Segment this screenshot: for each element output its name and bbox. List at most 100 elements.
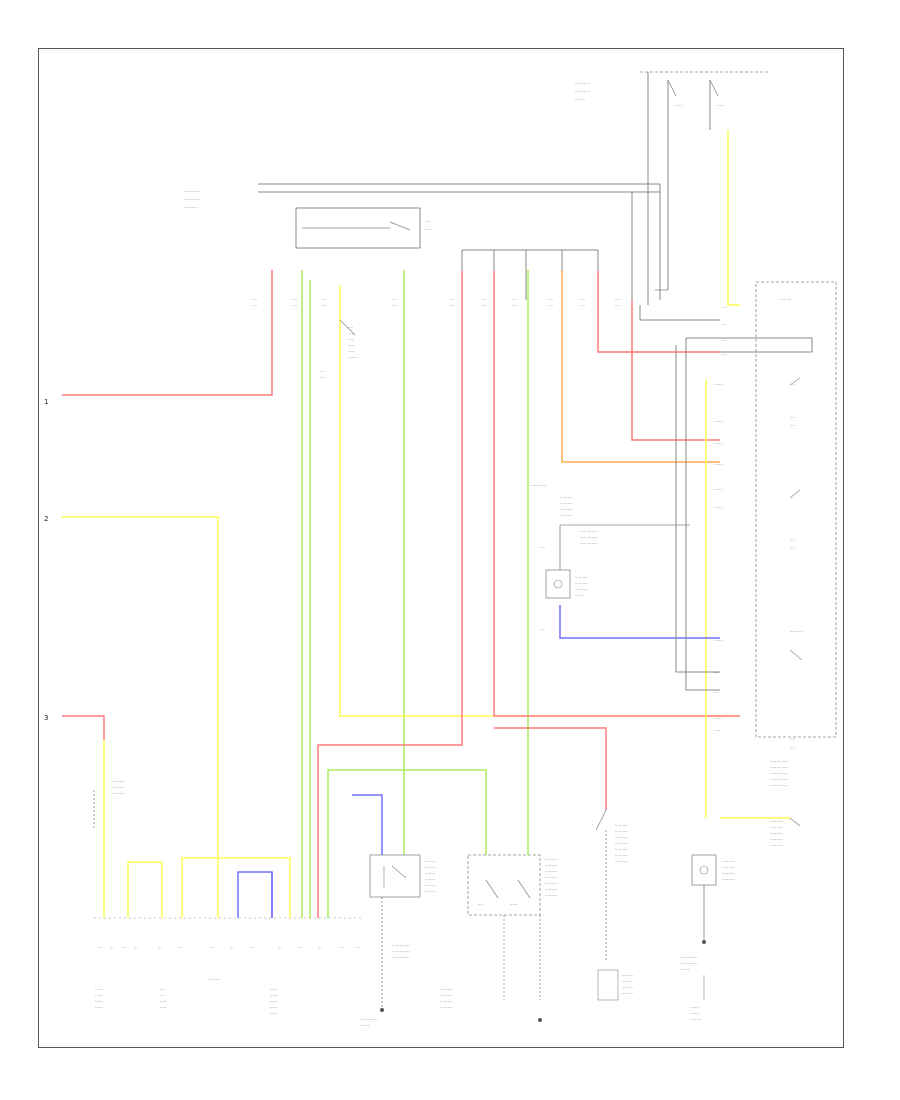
svg-text:...........: ........... <box>185 188 199 193</box>
wire-green <box>301 270 529 918</box>
svg-text:.....: ..... <box>348 336 354 341</box>
secondary-bus <box>461 249 633 300</box>
svg-text:....: .... <box>722 351 727 356</box>
svg-text:.............: ............. <box>530 482 547 487</box>
svg-text:...: ... <box>134 944 138 949</box>
svg-text:..........: .......... <box>615 840 628 845</box>
svg-text:......: ...... <box>714 715 722 720</box>
svg-text:..........: .......... <box>770 818 783 823</box>
svg-text:......: ...... <box>717 102 725 107</box>
svg-text:........: ........ <box>425 882 435 887</box>
svg-text:.......: ....... <box>714 381 723 386</box>
svg-text:..........: .......... <box>780 296 793 301</box>
svg-text:..........: .......... <box>770 836 783 841</box>
wire-red-mid <box>317 270 740 918</box>
svg-text:..........: .......... <box>790 628 803 633</box>
svg-text:............: ............ <box>185 196 200 201</box>
wire-yellow-row2 <box>62 516 219 918</box>
svg-text:.......: ....... <box>575 592 584 597</box>
wire-red-right <box>597 270 720 441</box>
svg-text:....: .... <box>392 302 397 307</box>
svg-text:....: .... <box>540 544 545 549</box>
wire-yellow-lower-bus <box>127 857 291 918</box>
edge-label-1: 1 <box>44 398 48 406</box>
svg-text:....: .... <box>615 296 620 301</box>
svg-text:....: .... <box>790 736 795 741</box>
svg-text:......: ...... <box>270 1010 278 1015</box>
svg-text:......: ...... <box>270 998 278 1003</box>
svg-text:....: .... <box>580 296 585 301</box>
svg-text:..............: .............. <box>770 764 788 769</box>
svg-text:......: ...... <box>270 986 278 991</box>
svg-text:..............: .............. <box>392 942 410 947</box>
svg-text:....: .... <box>252 296 257 301</box>
svg-text:........: ........ <box>348 354 358 359</box>
svg-text:..........: .......... <box>545 880 558 885</box>
svg-text:.....: ..... <box>160 1004 166 1009</box>
svg-text:..........: .......... <box>112 790 125 795</box>
svg-text:....: .... <box>540 626 545 631</box>
edge-label-3: 3 <box>44 714 48 722</box>
svg-text:..............: .............. <box>580 534 598 539</box>
svg-text:..............: .............. <box>680 954 698 959</box>
svg-text:....: .... <box>790 744 795 749</box>
svg-text:..........: .......... <box>208 976 221 981</box>
right-connector-block: .... .... .... .... ....... ....... ....… <box>714 281 837 787</box>
svg-text:..............: .............. <box>360 1016 378 1021</box>
svg-text:..............: .............. <box>680 960 698 965</box>
svg-text:..........: .......... <box>575 580 588 585</box>
svg-text:..........: .......... <box>575 574 588 579</box>
svg-text:..........: .......... <box>560 494 573 499</box>
svg-text:...: ... <box>210 944 214 949</box>
svg-text:...: ... <box>230 944 234 949</box>
svg-text:....: .... <box>252 302 257 307</box>
svg-text:......: ...... <box>675 102 683 107</box>
svg-text:..........: .......... <box>545 874 558 879</box>
svg-text:..........: .......... <box>440 992 453 997</box>
wire-blue <box>352 605 720 860</box>
svg-text:..............: .............. <box>392 954 410 959</box>
svg-text:....: .... <box>322 302 327 307</box>
svg-text:....: .... <box>722 337 727 342</box>
edge-label-2: 2 <box>44 515 48 523</box>
svg-text:....: .... <box>512 296 517 301</box>
svg-text:..........: .......... <box>770 824 783 829</box>
wire-red-row3: .......... .......... .......... <box>62 715 125 918</box>
svg-text:............: ............ <box>575 88 590 93</box>
svg-text:..........: .......... <box>615 828 628 833</box>
wire-orange <box>561 270 720 463</box>
svg-text:..........: .......... <box>615 834 628 839</box>
svg-text:....: .... <box>722 304 727 309</box>
svg-text:....: .... <box>482 302 487 307</box>
svg-text:......: ...... <box>270 992 278 997</box>
svg-text:.......: ....... <box>714 637 723 642</box>
svg-text:..........: .......... <box>722 864 735 869</box>
svg-text:..........: .......... <box>545 892 558 897</box>
relay-module: .... ...... ........... ............ ...… <box>185 188 433 249</box>
svg-text:....: .... <box>160 992 165 997</box>
svg-text:.........: ......... <box>622 972 633 977</box>
svg-text:......: ...... <box>95 986 103 991</box>
svg-text:..........: .......... <box>615 858 628 863</box>
svg-text:..........: .......... <box>770 830 783 835</box>
svg-text:....: .... <box>450 302 455 307</box>
lower-sensor-far-right: .......... .......... .......... .......… <box>680 818 783 1021</box>
svg-text:......: ...... <box>95 992 103 997</box>
svg-text:..........: .......... <box>440 986 453 991</box>
svg-text:..............: .............. <box>770 776 788 781</box>
svg-text:.........: ......... <box>622 984 633 989</box>
svg-text:....: .... <box>425 218 430 223</box>
svg-text:..........: .......... <box>545 886 558 891</box>
svg-text:...: ... <box>356 944 360 949</box>
svg-text:....: .... <box>392 296 397 301</box>
wire-gray-right <box>559 305 813 691</box>
svg-text:......: ...... <box>270 1004 278 1009</box>
svg-text:.....: ..... <box>348 342 354 347</box>
svg-text:........: ........ <box>360 1022 370 1027</box>
svg-text:...: ... <box>98 944 102 949</box>
svg-text:....: .... <box>790 414 795 419</box>
svg-text:......: ...... <box>714 727 722 732</box>
svg-text:.....: ..... <box>348 330 354 335</box>
svg-text:.........: ......... <box>622 990 633 995</box>
